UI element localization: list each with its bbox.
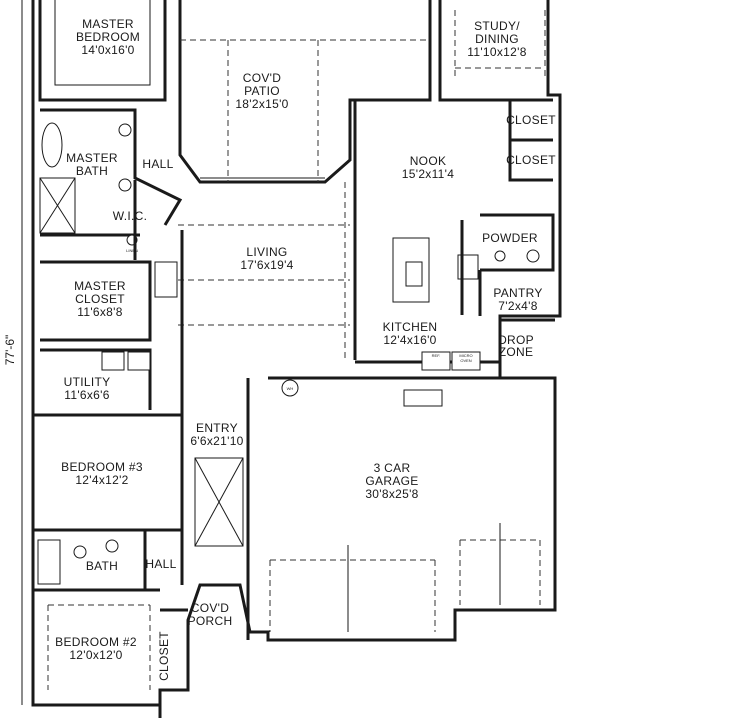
bath-label: BATH <box>86 559 118 573</box>
water-heater <box>281 379 299 397</box>
hall-bathtub <box>37 539 61 585</box>
fireplace <box>154 261 178 298</box>
exterior-walls <box>31 0 562 718</box>
hall-toilet <box>73 545 87 559</box>
wic-label: W.I.C. <box>113 209 147 223</box>
closet-3-label: CLOSET <box>157 631 171 681</box>
closet-2-label: CLOSET <box>506 153 556 167</box>
powder-sink <box>526 249 540 263</box>
hall-top-label: HALL <box>142 157 173 171</box>
micro-oven <box>451 351 481 371</box>
interior-walls <box>33 0 555 690</box>
dryer <box>127 351 151 371</box>
garage-storage <box>403 389 443 407</box>
island-sink <box>405 261 423 287</box>
sink <box>118 123 132 137</box>
powder-label: POWDER <box>482 231 538 245</box>
refrigerator <box>421 351 451 371</box>
closet-1-label: CLOSET <box>506 113 556 127</box>
powder-toilet <box>494 250 506 262</box>
hall-bottom-label: HALL <box>145 557 176 571</box>
ref-label: REF. <box>432 353 441 358</box>
washer <box>101 351 125 371</box>
linen-label: LINEN <box>126 248 138 253</box>
overall-dimension: 77'-6" <box>3 335 17 366</box>
bathtub <box>41 122 63 168</box>
wh-label: WH <box>287 386 294 391</box>
hall-sink <box>105 539 119 553</box>
sink <box>118 178 132 192</box>
